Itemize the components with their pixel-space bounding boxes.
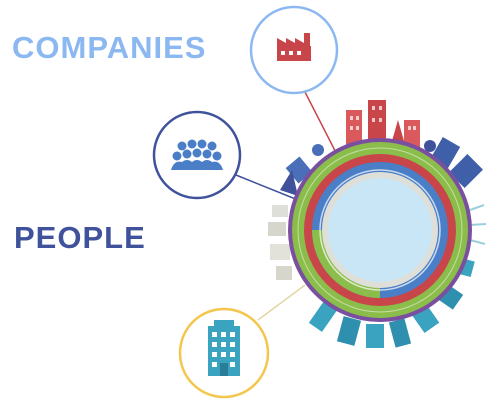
- people-circle: [152, 110, 242, 200]
- factory-icon: [277, 33, 311, 61]
- office-building-icon: [208, 320, 240, 376]
- people-label: PEOPLE: [14, 220, 146, 255]
- companies-circle: [249, 5, 339, 95]
- city-globe-icon: [288, 138, 472, 322]
- crowd-icon: [171, 139, 223, 170]
- buildings-connector-line: [257, 284, 306, 321]
- companies-label: COMPANIES: [12, 30, 207, 65]
- people-connector-line: [235, 174, 299, 201]
- buildings-circle: [178, 307, 270, 399]
